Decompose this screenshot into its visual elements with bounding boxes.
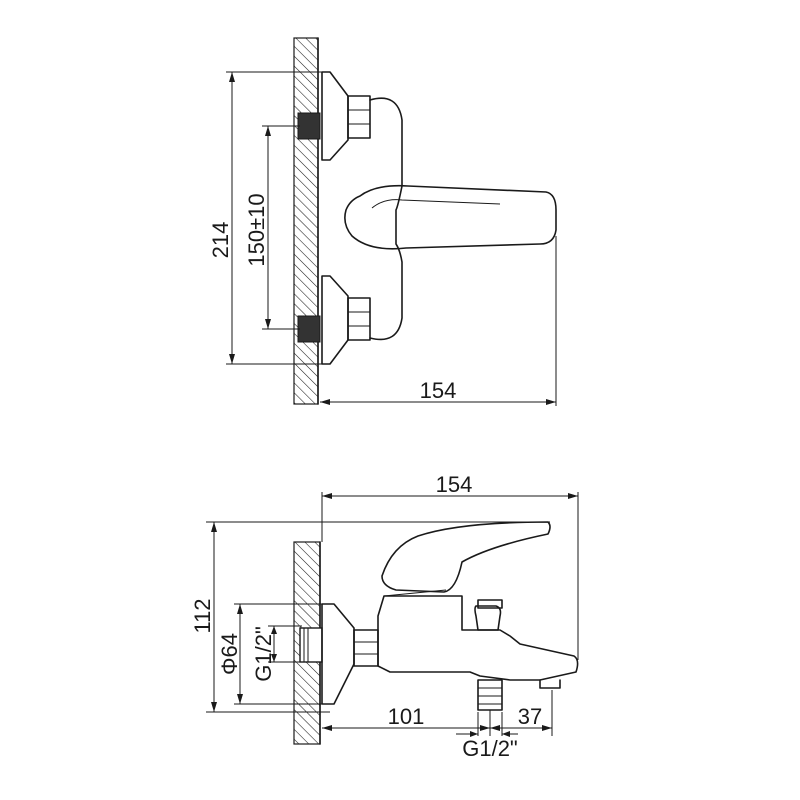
front-upper-thread bbox=[297, 112, 321, 140]
front-body bbox=[369, 97, 403, 341]
side-outlet-thread bbox=[477, 679, 503, 711]
dim-front-width: 154 bbox=[420, 378, 457, 403]
dim-height-total: 214 bbox=[208, 222, 233, 259]
side-spout bbox=[539, 679, 561, 689]
side-view: 154 112 Φ64 G1/2" 101 37 bbox=[190, 472, 579, 761]
dim-wall-to-outlet: 101 bbox=[388, 704, 425, 729]
front-lower-nut bbox=[347, 297, 371, 341]
front-view: 214 150±10 154 bbox=[208, 37, 557, 406]
dim-outlet-thread: G1/2" bbox=[462, 736, 518, 761]
front-lower-thread bbox=[297, 315, 321, 343]
front-upper-nut bbox=[347, 95, 371, 139]
front-handle bbox=[344, 184, 557, 250]
side-handle bbox=[381, 521, 551, 593]
dim-connection-spacing: 150±10 bbox=[244, 193, 269, 266]
dim-flange-diameter: Φ64 bbox=[217, 633, 242, 675]
side-diverter-knob bbox=[474, 605, 502, 631]
front-upper-flange bbox=[321, 71, 349, 161]
dim-side-width: 154 bbox=[436, 472, 473, 497]
dim-side-height: 112 bbox=[190, 598, 215, 633]
front-lower-flange bbox=[321, 275, 349, 365]
dim-inlet-thread: G1/2" bbox=[251, 626, 276, 682]
side-nut bbox=[353, 629, 379, 667]
front-wall-hatch bbox=[293, 37, 319, 405]
side-flange bbox=[321, 603, 355, 705]
side-inlet-thread bbox=[299, 627, 323, 663]
dim-outlet-to-spout: 37 bbox=[518, 704, 542, 729]
